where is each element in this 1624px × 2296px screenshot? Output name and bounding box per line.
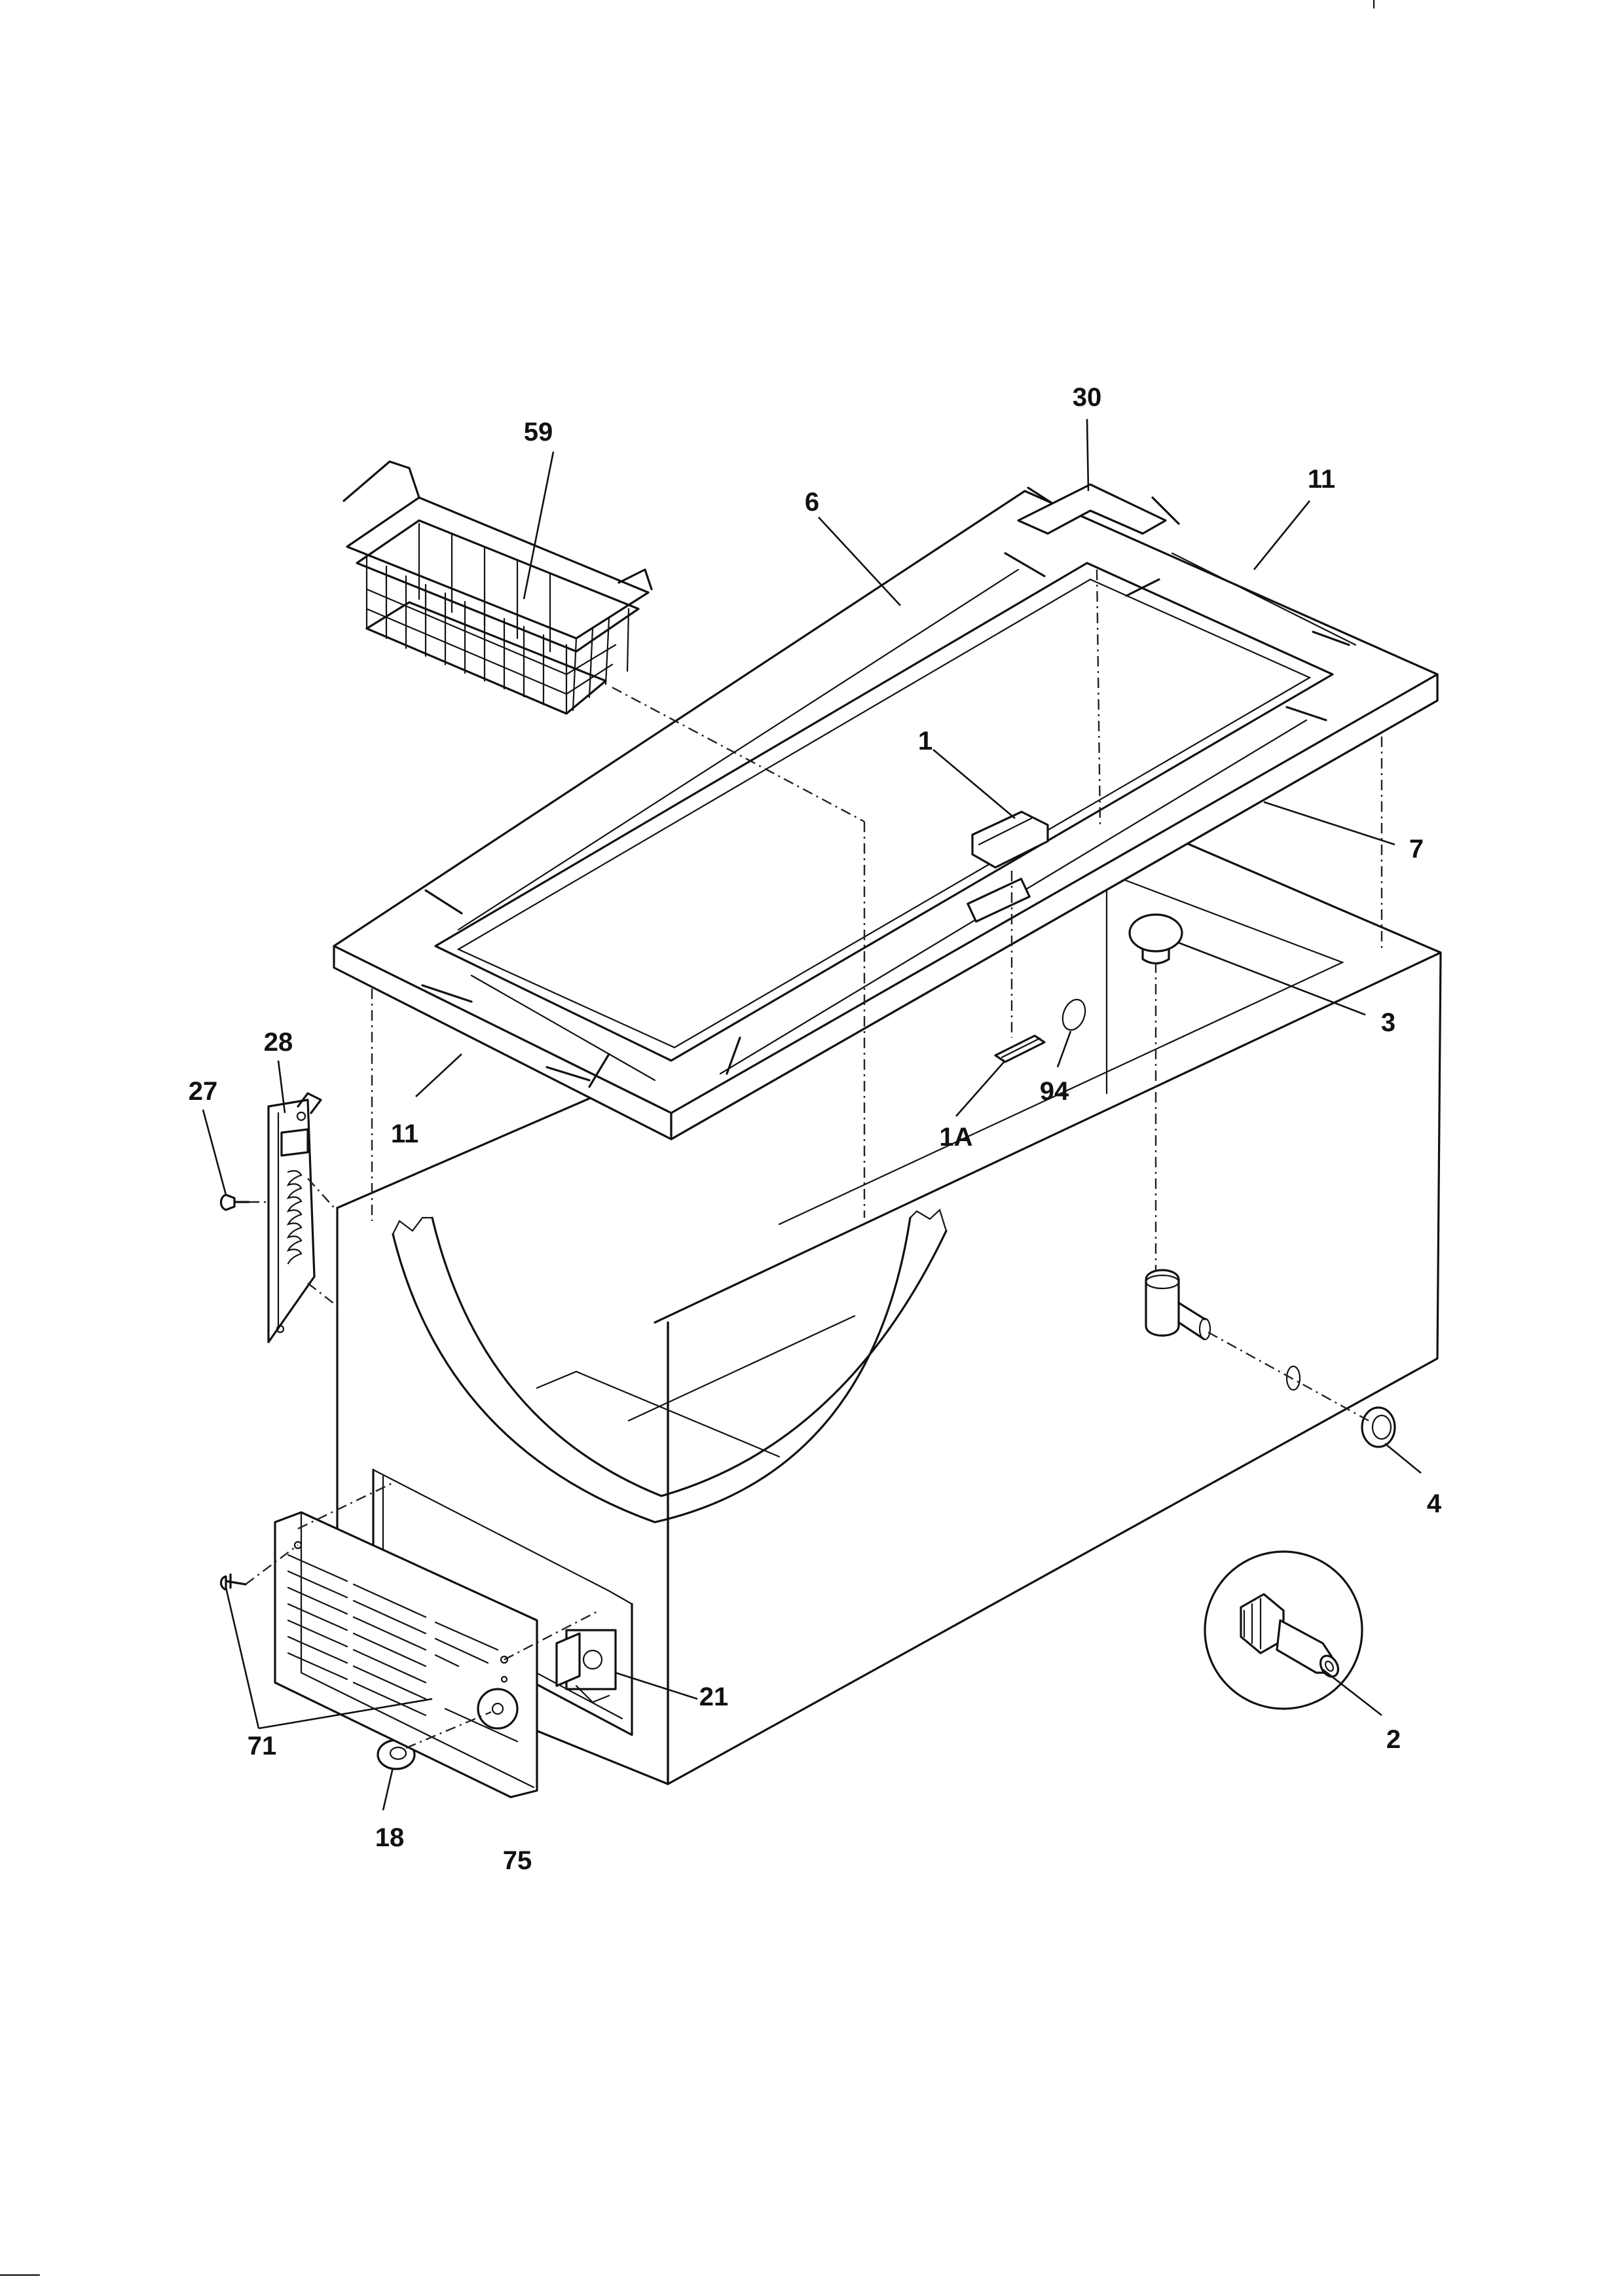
- grille-panel: [274, 1511, 538, 1798]
- callout-11-left: 11: [391, 1120, 418, 1148]
- callout-1A: 1A: [939, 1123, 972, 1152]
- callout-27: 27: [189, 1077, 218, 1106]
- lid-hinge: [267, 1092, 322, 1343]
- callout-11-top: 11: [1308, 465, 1335, 494]
- callout-30: 30: [1073, 383, 1102, 412]
- assembly-lines: [245, 569, 1383, 1749]
- callout-labels: 59 30 6 11 1 7 3 28 27 11 1A 94 4 2 21 7…: [189, 383, 1442, 1875]
- callout-7: 7: [1409, 835, 1424, 864]
- callout-2: 2: [1386, 1725, 1401, 1754]
- leader-lines: [202, 418, 1422, 1811]
- callout-75: 75: [503, 1846, 532, 1875]
- detail-circle-fitting: [1204, 1550, 1363, 1710]
- lid-gasket-frame: [333, 483, 1439, 1140]
- callout-4: 4: [1427, 1489, 1442, 1518]
- callout-21: 21: [699, 1683, 729, 1711]
- callout-3: 3: [1381, 1008, 1395, 1037]
- callout-1: 1: [918, 727, 932, 756]
- callout-6: 6: [805, 488, 819, 517]
- callout-71: 71: [248, 1732, 277, 1760]
- callout-59: 59: [524, 418, 553, 446]
- callout-18: 18: [375, 1823, 405, 1852]
- wire-basket: [342, 460, 653, 715]
- small-parts: [219, 913, 1396, 1770]
- callout-94: 94: [1040, 1077, 1069, 1106]
- callout-28: 28: [264, 1028, 293, 1057]
